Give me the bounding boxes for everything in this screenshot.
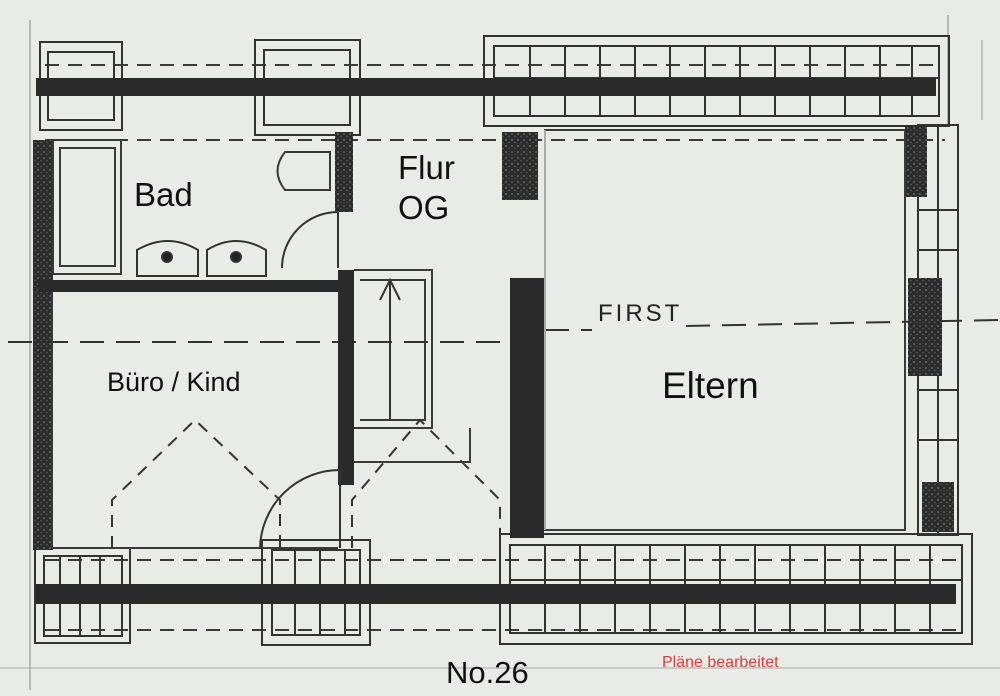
room-label-buero: Büro / Kind: [107, 367, 241, 397]
stair-outline: [354, 269, 433, 429]
interior-walls: [38, 270, 544, 538]
wall-left: [33, 140, 53, 550]
wall-buero-flur: [338, 270, 354, 485]
ridge-line-right: [685, 319, 999, 327]
room-label-eltern: Eltern: [662, 365, 759, 406]
wall-flur-eltern-upper: [502, 132, 538, 200]
stair-inner: [360, 279, 426, 421]
edit-note: Pläne bearbeitet: [662, 654, 779, 671]
masonry-walls: [33, 125, 954, 550]
buero-outline: [51, 292, 338, 549]
slope-buero: [111, 418, 281, 548]
wall-right-upper: [905, 125, 927, 197]
room-outlines: [51, 129, 906, 549]
wall-flur-eltern: [510, 278, 544, 538]
eave-beam-top: [36, 78, 936, 96]
wall-bad-buero: [38, 280, 350, 292]
slope-lines: [111, 130, 546, 548]
roof-outline: [45, 64, 960, 631]
wall-right-lower: [922, 482, 954, 532]
ridge-label: FIRST: [598, 300, 683, 327]
ridge-line: [8, 319, 999, 343]
door-buero: [259, 469, 341, 549]
sink-left-drain: [161, 251, 173, 263]
toilet: [276, 151, 331, 191]
sinks: [136, 240, 267, 277]
eave-beams: [36, 78, 956, 604]
room-label-flur: Flur OG: [398, 148, 455, 228]
door-bad: [281, 211, 339, 269]
wall-bad-flur: [335, 132, 353, 212]
sink-right: [206, 240, 267, 277]
room-label-flur-line2: OG: [398, 189, 450, 226]
wall-right-middle: [908, 278, 942, 376]
bathtub-inner: [59, 147, 116, 267]
doors: [259, 211, 401, 549]
sink-right-drain: [230, 251, 242, 263]
plan-number: No.26: [446, 655, 529, 690]
sink-left: [136, 240, 199, 277]
stair-landing: [354, 428, 471, 463]
stair-arrow-head: [379, 277, 401, 301]
room-label-bad: Bad: [134, 176, 193, 213]
eave-beam-bottom: [36, 584, 956, 604]
slope-flur: [351, 418, 501, 548]
bathtub: [52, 139, 122, 275]
eltern-outline: [544, 129, 906, 531]
room-label-flur-line1: Flur: [398, 149, 455, 186]
